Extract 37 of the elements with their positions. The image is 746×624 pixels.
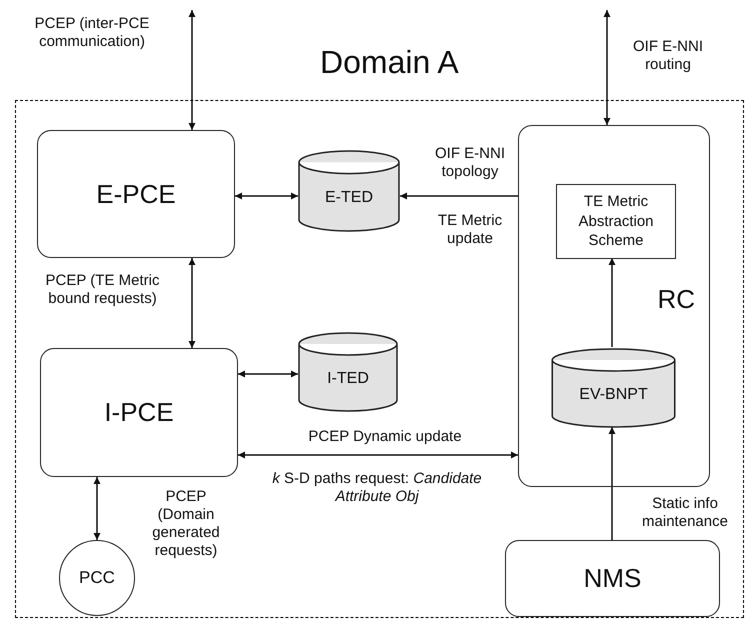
edge-label: PCEP Dynamic update <box>307 428 463 446</box>
node-label: E-PCE <box>96 178 176 210</box>
double-arrow <box>94 477 100 540</box>
process-box <box>40 348 238 477</box>
process-box <box>37 130 235 258</box>
double-arrow <box>238 370 298 378</box>
double-arrow <box>188 10 196 130</box>
annotation-text: TE Metric update <box>436 212 504 248</box>
arrow <box>608 427 616 540</box>
database-cylinder <box>298 150 400 232</box>
double-arrow <box>238 452 518 458</box>
double-arrow <box>604 10 610 125</box>
double-arrow <box>235 192 298 200</box>
database-cylinder <box>551 348 676 428</box>
node-label: NMS <box>584 562 642 595</box>
node-label: I-PCE <box>104 396 174 429</box>
database-cylinder <box>298 332 398 412</box>
edge-label: OIF E-NNI topology <box>434 145 506 181</box>
edge-label: PCEP (inter-PCE communication) <box>34 15 150 51</box>
scheme-box <box>556 184 676 259</box>
double-arrow <box>188 258 196 348</box>
edge-label: PCEP (Domain generated requests) <box>151 488 221 560</box>
edge-label: OIF E-NNI routing <box>632 38 704 74</box>
annotation-text: k S-D paths request: Candidate Attribute Obj <box>272 470 482 506</box>
domain-title: Domain A <box>320 46 459 78</box>
process-box <box>505 540 720 617</box>
node-label: EV-BNPT <box>579 385 648 405</box>
arrow <box>608 258 616 347</box>
arrow <box>400 192 518 200</box>
node-label: TE Metric Abstraction Scheme <box>577 192 655 251</box>
edge-label: PCEP (TE Metric bound requests) <box>44 272 160 308</box>
node-label: E-TED <box>325 188 373 208</box>
edge-label: Static info maintenance <box>641 495 729 531</box>
node-label: RC <box>657 286 695 312</box>
node-label: I-TED <box>327 369 369 389</box>
node-label: PCC <box>79 567 115 590</box>
process-box <box>518 125 710 487</box>
